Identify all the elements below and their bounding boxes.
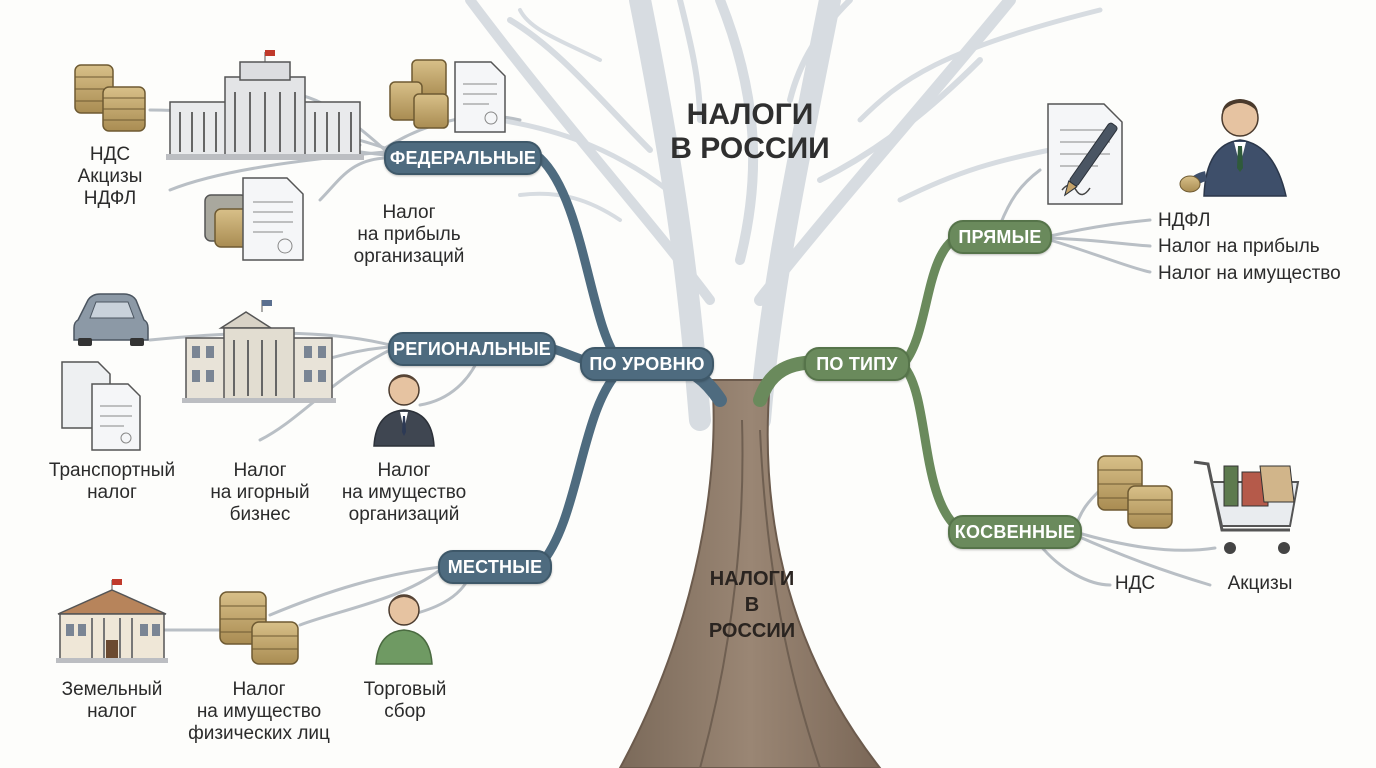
government-building-icon: [166, 50, 364, 160]
federal-pill[interactable]: ФЕДЕРАЛЬНЫЕ: [384, 141, 542, 175]
signed-document-icon: [1047, 103, 1123, 205]
document-icon: [454, 61, 506, 133]
coins-icon: [389, 59, 449, 129]
indirect-pill[interactable]: КОСВЕННЫЕ: [948, 515, 1082, 549]
car-icon: [73, 293, 149, 346]
direct-tax-item: Налог на прибыль: [1158, 236, 1320, 257]
trade-fee-label: Торговый сбор: [363, 679, 447, 722]
person-suit-icon: [373, 374, 435, 447]
direct-pill[interactable]: ПРЯМЫЕ: [948, 220, 1052, 254]
vat-label: НДС: [1114, 573, 1156, 594]
excise-label: Акцизы: [1227, 573, 1293, 594]
land-tax-label: Земельный налог: [61, 679, 163, 722]
personal-property-tax-label: Налог на имущество физических лиц: [188, 679, 330, 744]
federal-tax-list: НДС Акцизы НДФЛ: [77, 144, 143, 209]
org-property-tax-label: Налог на имущество организаций: [341, 460, 467, 525]
direct-tax-item: Налог на имущество: [1158, 263, 1341, 284]
coins-icon: [1097, 455, 1173, 529]
by-level-pill[interactable]: ПО УРОВНЮ: [580, 347, 714, 381]
gambling-tax-label: Налог на игорный бизнес: [210, 460, 310, 525]
shopping-cart-icon: [1193, 460, 1300, 554]
person-icon: [375, 594, 433, 665]
diagram-title: НАЛОГИ В РОССИИ: [670, 98, 830, 165]
regional-pill[interactable]: РЕГИОНАЛЬНЫЕ: [388, 332, 556, 366]
tree-crown: [465, 0, 1103, 431]
regional-building-icon: [182, 300, 336, 403]
town-hall-icon: [56, 579, 168, 663]
tree-trunk: [618, 379, 882, 768]
pen-icon: [1063, 122, 1118, 197]
documents-stack-icon: [61, 361, 141, 451]
contract-document-icon: [242, 177, 304, 261]
direct-tax-item: НДФЛ: [1158, 210, 1211, 231]
businessman-icon: [1179, 99, 1287, 197]
coins-icon: [219, 591, 299, 665]
trunk-label: НАЛОГИ В РОССИИ: [708, 568, 796, 642]
profit-tax-label: Налог на прибыль организаций: [353, 202, 465, 267]
coins-icon: [74, 64, 146, 132]
local-pill[interactable]: МЕСТНЫЕ: [438, 550, 552, 584]
transport-tax-label: Транспортный налог: [48, 460, 176, 503]
by-type-pill[interactable]: ПО ТИПУ: [804, 347, 910, 381]
type-branches: [753, 231, 965, 535]
